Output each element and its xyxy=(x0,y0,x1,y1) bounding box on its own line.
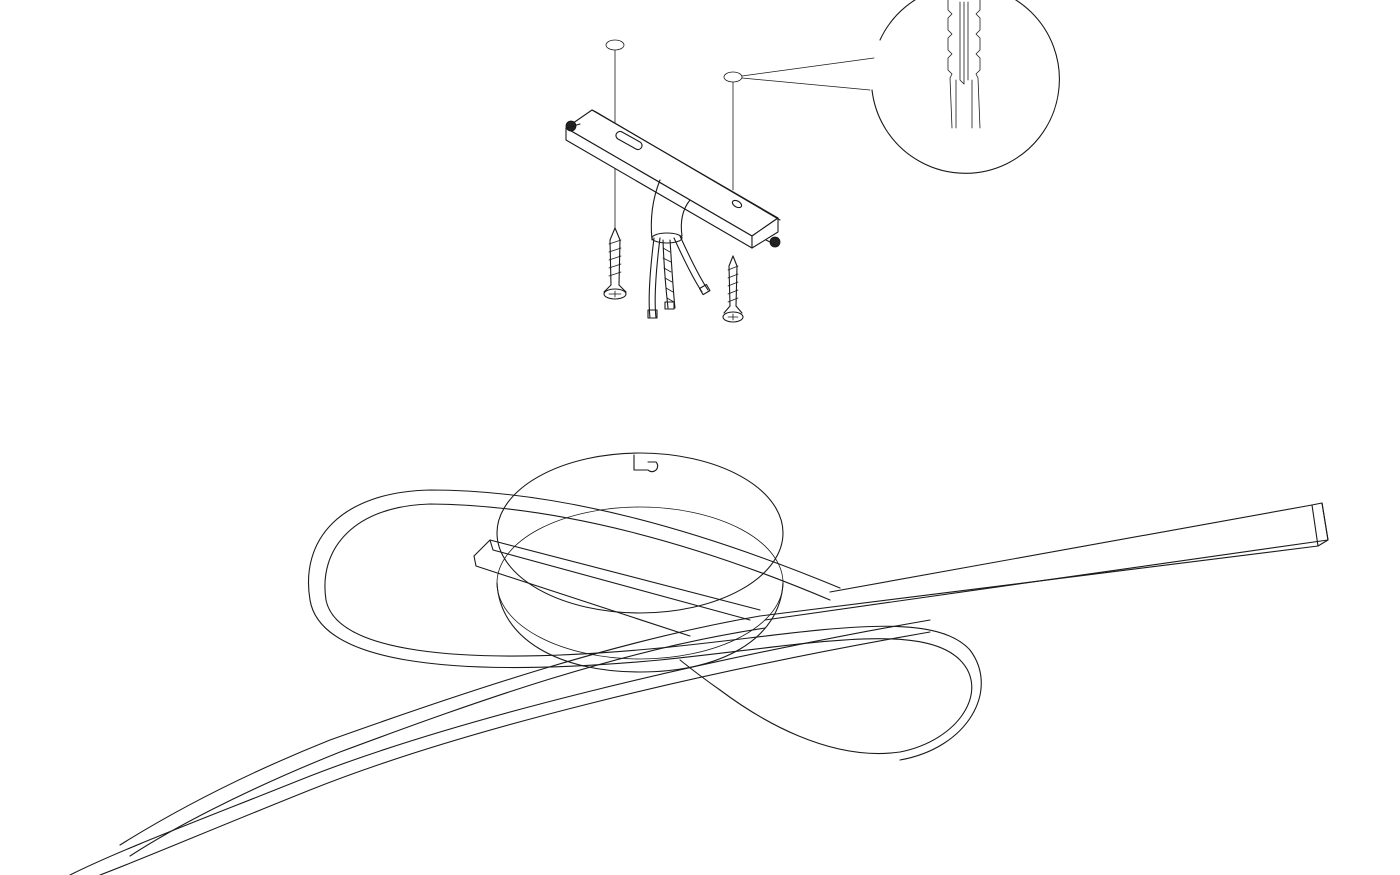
detail-magnifier xyxy=(871,0,1060,174)
mounting-assembly xyxy=(565,0,1060,323)
wall-plug-right xyxy=(723,71,743,83)
lamp-assembly xyxy=(69,452,1329,875)
power-cable xyxy=(647,179,711,319)
led-ribbon-arm xyxy=(69,489,1329,875)
wall-plug-left xyxy=(605,39,625,51)
ceiling-canopy xyxy=(496,452,784,673)
mounting-bracket xyxy=(565,109,781,249)
screw-left xyxy=(603,227,627,300)
screw-right xyxy=(722,255,744,323)
